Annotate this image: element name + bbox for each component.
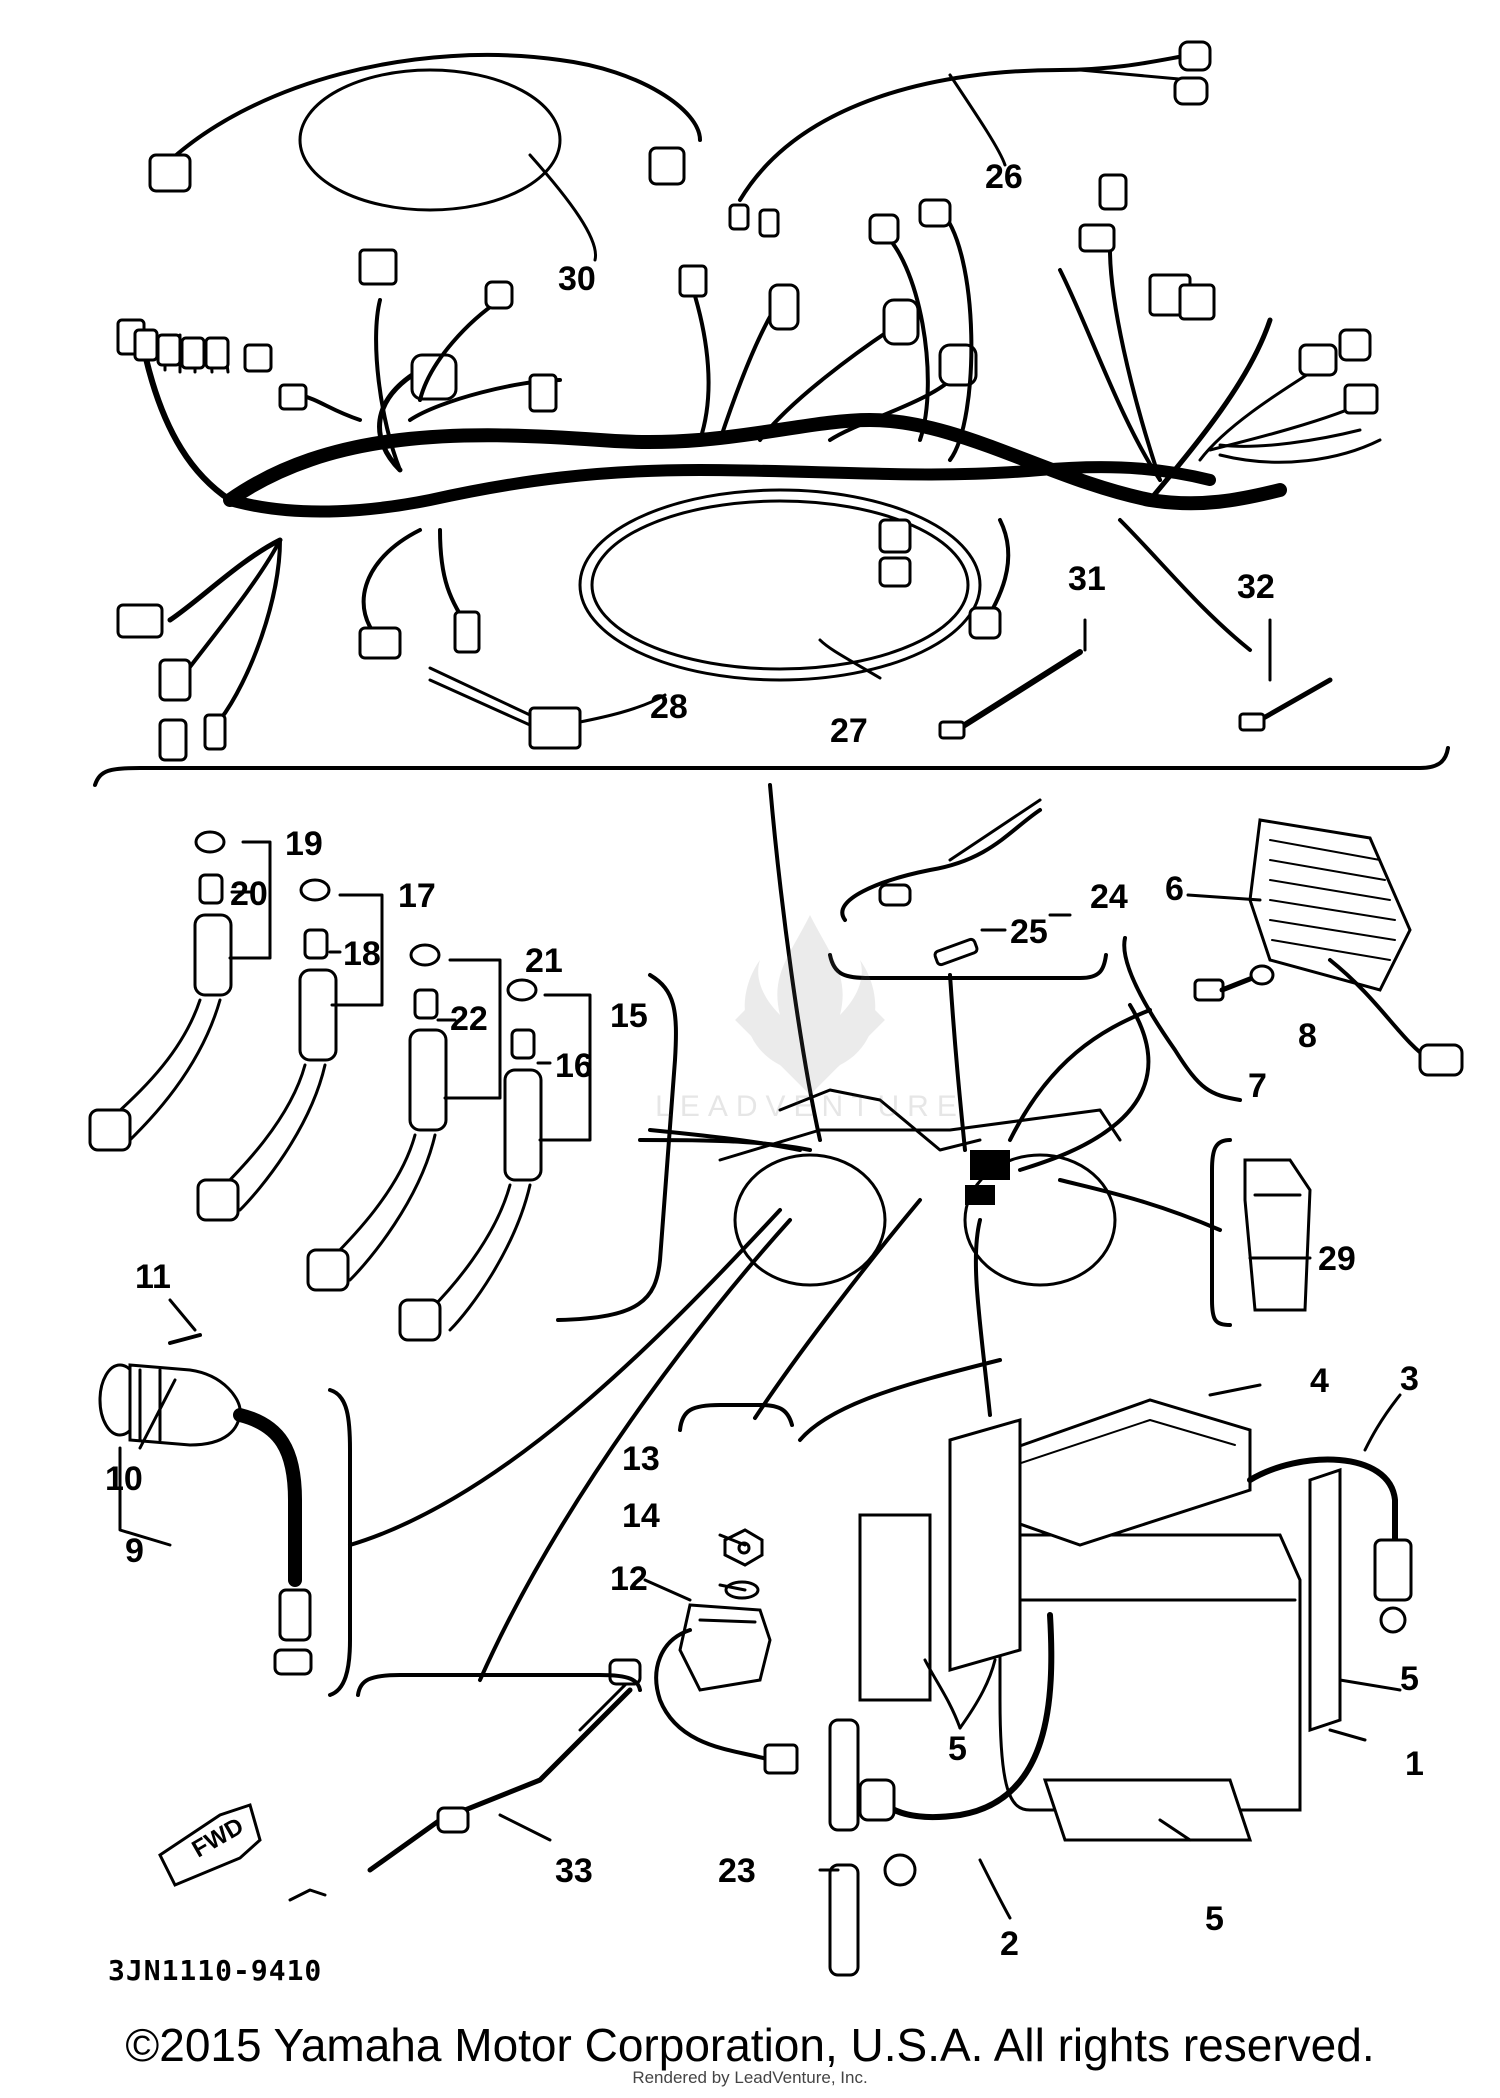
sub-harness-30[interactable] (148, 52, 702, 212)
relay-bracket (1210, 1138, 1232, 1327)
fuse-25[interactable] (933, 937, 979, 967)
bolt-7[interactable] (1193, 972, 1263, 1002)
starter-relay-12[interactable] (654, 1603, 799, 1775)
pad-5-mid[interactable] (948, 1418, 1022, 1672)
leader-lines (348, 783, 1222, 1682)
callout-22: 22 (450, 1000, 488, 1038)
callout-27: 27 (830, 712, 868, 750)
lead-24[interactable] (840, 798, 1042, 922)
copyright-notice: ©2015 Yamaha Motor Corporation, U.S.A. A… (125, 2019, 1375, 2071)
drawing-code: 3JN1110-9410 (108, 1954, 323, 1987)
atv-silhouette (718, 1088, 1122, 1287)
lead-28[interactable] (428, 666, 582, 750)
bracket-24-25 (828, 953, 1108, 980)
callout-30: 30 (558, 260, 596, 298)
lead-assembly-17-18[interactable] (196, 878, 338, 1222)
callout-6: 6 (1165, 870, 1184, 908)
fwd-arrow-icon: FWD (158, 1803, 262, 1887)
rendered-by: Rendered by LeadVenture, Inc. (632, 2068, 868, 2087)
callout-19: 19 (285, 825, 323, 863)
pad-5-left[interactable] (858, 1513, 932, 1702)
battery-1[interactable] (998, 1533, 1302, 1812)
starter-bracket (678, 1403, 794, 1432)
callout-8: 8 (1298, 1017, 1317, 1055)
band-32[interactable] (1238, 677, 1333, 732)
callout-13: 13 (622, 1440, 660, 1478)
callout-33: 33 (555, 1852, 593, 1890)
callout-28: 28 (650, 688, 688, 726)
callout-29: 29 (1318, 1240, 1356, 1278)
cap-11[interactable] (168, 1333, 202, 1345)
callout-9: 9 (125, 1532, 144, 1570)
callout-leaders (118, 73, 1402, 1920)
sub-harness-26[interactable] (728, 40, 1212, 238)
callout-20: 20 (230, 875, 268, 913)
rectifier-leader (1008, 1008, 1152, 1142)
washer-8[interactable] (1249, 964, 1275, 986)
callout-7: 7 (1248, 1067, 1267, 1105)
callout-12: 12 (610, 1560, 648, 1598)
lead-assembly-15-16[interactable] (398, 978, 543, 1342)
callout-14: 14 (622, 1497, 660, 1535)
cable-3[interactable] (1247, 1456, 1413, 1634)
relay-29[interactable] (1243, 1158, 1312, 1312)
fuse-group-leader (648, 1128, 802, 1152)
lead-assembly-21-22[interactable] (306, 943, 448, 1292)
callout-25: 25 (1010, 913, 1048, 951)
callout-5-pads: 5 (948, 1730, 967, 1768)
cable-2[interactable] (858, 1612, 1055, 1887)
callout-32: 32 (1237, 568, 1275, 606)
callout-26: 26 (985, 158, 1023, 196)
callout-23: 23 (718, 1852, 756, 1890)
callout-15: 15 (610, 997, 648, 1035)
callout-10: 10 (105, 1460, 143, 1498)
callout-24: 24 (1090, 878, 1128, 916)
wire-harness[interactable] (116, 173, 1382, 762)
callout-11: 11 (135, 1258, 171, 1296)
nut-13[interactable] (723, 1528, 764, 1567)
callout-4: 4 (1310, 1362, 1329, 1400)
band-31[interactable] (938, 649, 1083, 740)
battery-bracket (798, 1358, 1002, 1442)
callout-21: 21 (525, 942, 563, 980)
lead-33[interactable] (288, 1658, 642, 1902)
callout-31: 31 (1068, 560, 1106, 598)
pad-5-bottom[interactable] (1042, 1778, 1253, 1842)
callout-2: 2 (1000, 1925, 1019, 1963)
callout-5-bottom: 5 (1205, 1900, 1224, 1938)
sensor-assembly-9[interactable] (98, 1363, 313, 1676)
lead-33-bracket (356, 1673, 642, 1697)
callout-18: 18 (343, 935, 381, 973)
lead-assembly-19-20[interactable] (88, 830, 233, 1152)
callout-17: 17 (398, 877, 436, 915)
sensor-bracket (328, 1388, 352, 1697)
rectifier-bracket (1122, 936, 1242, 1102)
callouts: 1 2 3 4 5 5 5 6 7 8 9 10 11 12 13 14 15 … (105, 158, 1424, 1963)
callout-5-right: 5 (1400, 1660, 1419, 1698)
pad-5-right[interactable] (1308, 1467, 1342, 1733)
cap-23[interactable] (828, 1718, 860, 1977)
rectifier-regulator[interactable] (1248, 818, 1464, 1077)
callout-3: 3 (1400, 1360, 1419, 1398)
top-section-bracket (93, 746, 1450, 787)
fuse-group-bracket (556, 973, 678, 1322)
callout-16: 16 (555, 1047, 593, 1085)
callout-1: 1 (1405, 1745, 1424, 1783)
